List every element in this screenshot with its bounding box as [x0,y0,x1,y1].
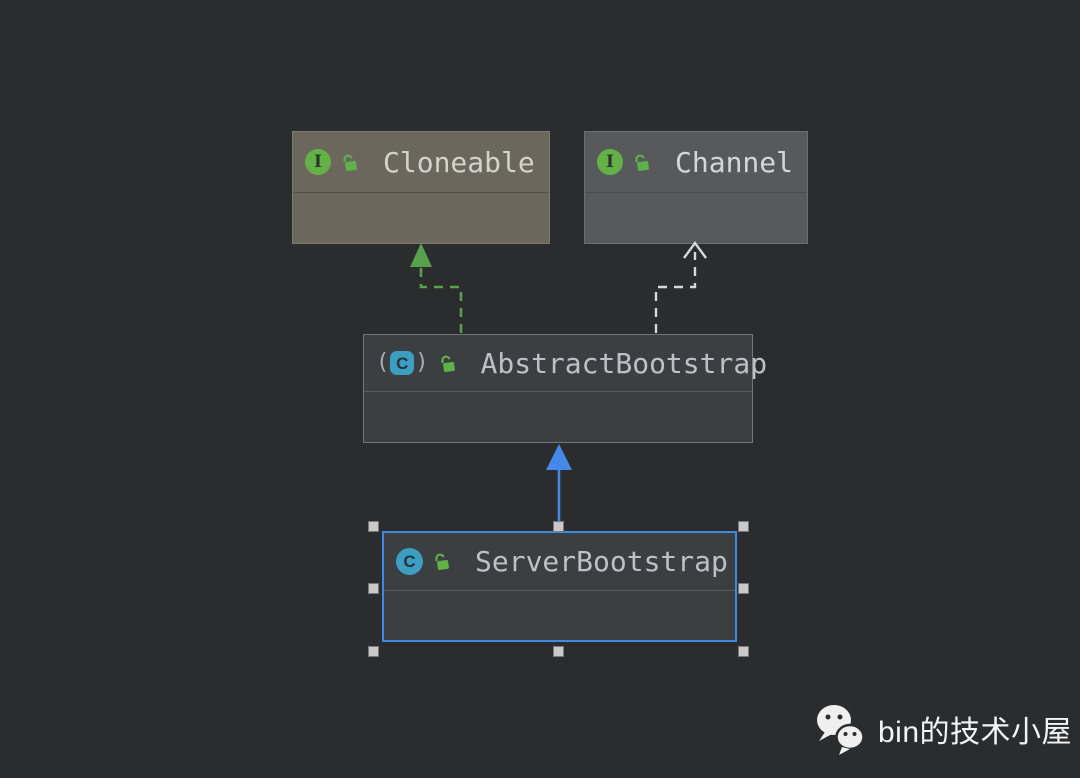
watermark: bin的技术小屋 [814,702,1072,756]
class-node-cloneable[interactable]: I Cloneable [292,131,550,244]
node-body [384,590,735,640]
unlocked-icon [343,154,357,171]
unlocked-icon [440,355,455,372]
node-header: I Channel [585,132,807,192]
node-body [364,391,752,442]
class-name-label: Cloneable [383,145,535,179]
selection-handle-top-center[interactable] [553,521,564,532]
wechat-icon [817,705,865,755]
selection-handle-bottom-center[interactable] [553,646,564,657]
edge-implements-cloneable[interactable] [410,243,463,333]
edge-implements-channel[interactable] [654,240,707,333]
filled-arrowhead-icon [410,243,432,267]
interface-icon: I [305,149,331,175]
selection-handle-mid-right[interactable] [738,583,749,594]
node-body [585,192,807,243]
watermark-text: bin的技术小屋 [878,716,1073,749]
class-node-serverbootstrap[interactable]: C ServerBootstrap [382,531,737,642]
unlocked-icon [635,154,649,171]
selection-handle-bottom-left[interactable] [368,646,379,657]
class-icon: C [396,548,423,575]
selection-handle-top-left[interactable] [368,521,379,532]
filled-arrowhead-icon [546,444,572,470]
node-body [293,192,549,243]
class-name-label: Channel [675,145,794,179]
selection-handle-top-right[interactable] [738,521,749,532]
class-node-channel[interactable]: I Channel [584,131,808,244]
abstract-class-icon: ( C ) [376,350,429,375]
class-name-label: ServerBootstrap [475,545,728,578]
selection-handle-mid-left[interactable] [368,583,379,594]
node-header: ( C ) AbstractBootstrap [364,335,767,391]
edge-extends-abstractbootstrap[interactable] [546,444,572,531]
class-node-abstractbootstrap[interactable]: ( C ) AbstractBootstrap [363,334,767,443]
open-arrowhead-icon [683,240,707,259]
interface-icon: I [597,149,623,175]
unlocked-icon [435,553,449,571]
node-header: C ServerBootstrap [384,533,735,590]
selection-handle-bottom-right[interactable] [738,646,749,657]
node-header: I Cloneable [293,132,549,192]
class-name-label: AbstractBootstrap [480,346,768,380]
